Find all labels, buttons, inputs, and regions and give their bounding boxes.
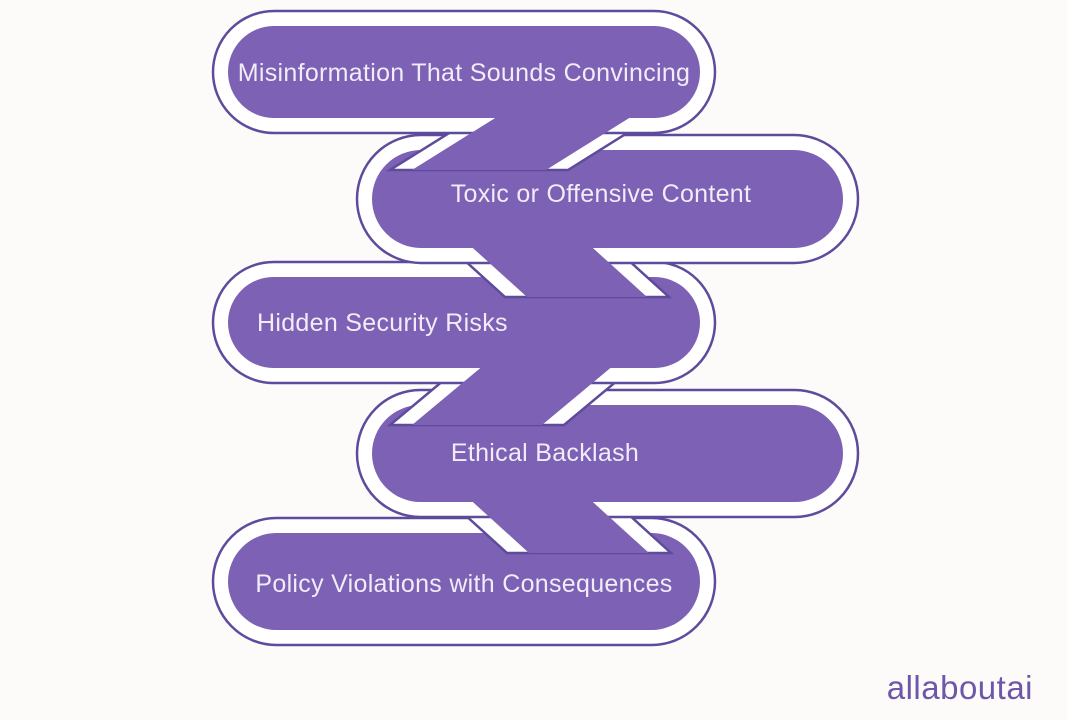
capsule-4: [372, 405, 843, 502]
step-label-3: Hidden Security Risks: [257, 309, 508, 337]
capsule-3: [228, 277, 700, 368]
brand-logo: allaboutai: [886, 669, 1033, 706]
flow-step-4: Ethical Backlash: [355, 388, 860, 555]
capsule-1: [228, 26, 700, 118]
flow-step-2: Toxic or Offensive Content: [355, 133, 860, 299]
flow-step-1: Misinformation That Sounds Convincing: [211, 9, 717, 172]
capsule-5: [228, 533, 700, 630]
step-label-4: Ethical Backlash: [451, 439, 639, 467]
connector-3: [412, 350, 632, 425]
step-label-2: Toxic or Offensive Content: [451, 180, 752, 208]
step-label-1: Misinformation That Sounds Convincing: [238, 59, 691, 87]
capsule-2: [372, 150, 843, 248]
step-label-5: Policy Violations with Consequences: [255, 570, 672, 598]
